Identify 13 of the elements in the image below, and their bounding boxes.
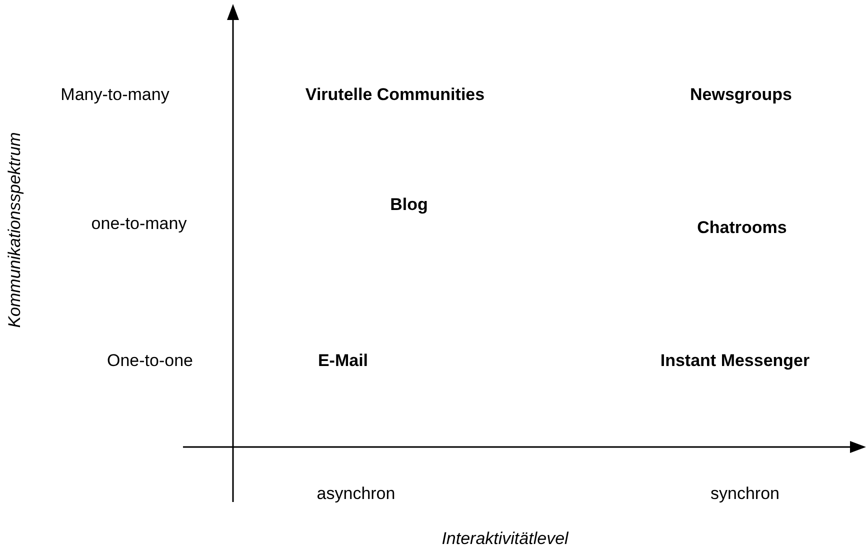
item-label: Virutelle Communities xyxy=(305,85,485,105)
item-label: Chatrooms xyxy=(697,218,787,238)
item-label: E-Mail xyxy=(318,351,368,371)
item-label: Instant Messenger xyxy=(660,351,810,371)
category-label: Many-to-many xyxy=(60,85,170,105)
category-label: asynchron xyxy=(316,484,396,504)
category-label: synchron xyxy=(710,484,780,504)
category-label: One-to-one xyxy=(107,351,193,371)
category-label: one-to-many xyxy=(91,214,187,234)
item-label: Newsgroups xyxy=(690,85,792,105)
axis-title: Interaktivitätlevel xyxy=(442,529,568,549)
axis-title: Kommunikationsspektrum xyxy=(5,132,25,328)
item-label: Blog xyxy=(390,195,428,215)
